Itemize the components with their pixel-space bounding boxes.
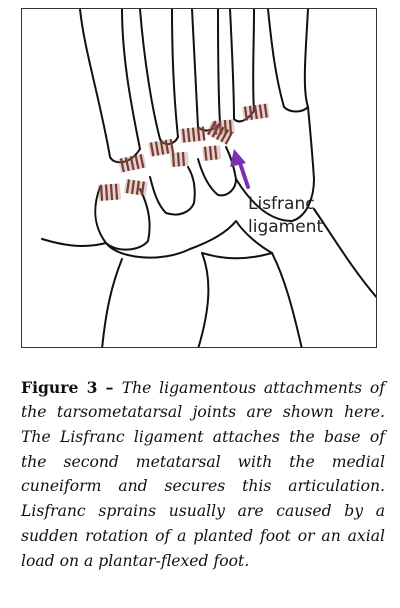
metatarsal-4 bbox=[229, 9, 235, 120]
ligament-bundle bbox=[202, 145, 222, 161]
ligament-bundle bbox=[98, 183, 122, 201]
caption-label: Figure 3 – bbox=[21, 377, 122, 397]
callout-line-2: ligament bbox=[248, 217, 324, 237]
metatarsal-2 bbox=[139, 9, 161, 140]
navicular bbox=[105, 220, 273, 259]
foot-bones-drawing bbox=[41, 9, 376, 347]
lisfranc-ligament bbox=[205, 121, 234, 145]
ligament-bundle bbox=[118, 153, 147, 173]
medial-cuneiform bbox=[94, 186, 151, 251]
figure-illustration: Lisfranc ligament bbox=[21, 8, 377, 348]
intermediate-cuneiform bbox=[149, 166, 196, 216]
ligament-bundle bbox=[180, 126, 206, 143]
metatarsal-3 bbox=[191, 9, 199, 128]
cuboid bbox=[235, 106, 315, 222]
ligament-bundle bbox=[148, 138, 175, 157]
ligament-bundle bbox=[170, 151, 189, 167]
callout-line-1: Lisfranc bbox=[248, 194, 315, 214]
figure-caption: Figure 3 – The ligamentous attachments o… bbox=[21, 376, 385, 574]
ligament-bundle bbox=[242, 103, 270, 121]
metatarsal-5 bbox=[267, 9, 285, 108]
ligament-bundle bbox=[124, 179, 148, 196]
lisfranc-ligament-label: Lisfranc ligament bbox=[248, 193, 323, 239]
callout-arrow bbox=[230, 149, 250, 189]
metatarsal-1 bbox=[79, 9, 111, 158]
caption-text: The ligamentous attachments of the tarso… bbox=[21, 378, 385, 570]
ligament-bundles bbox=[98, 103, 270, 201]
